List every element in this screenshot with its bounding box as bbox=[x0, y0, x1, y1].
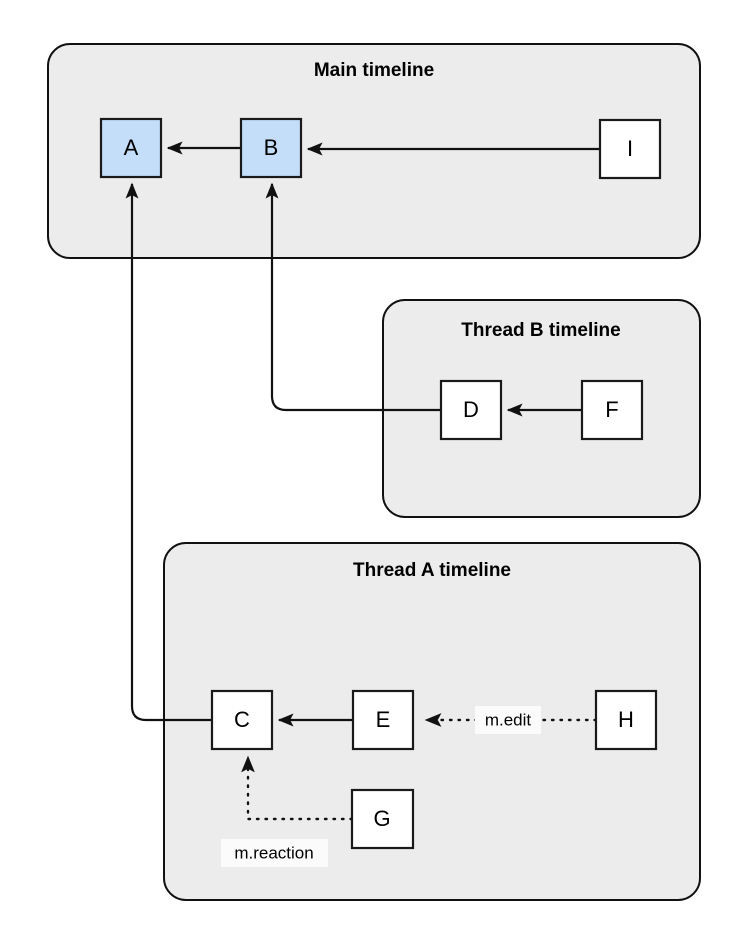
node-e[interactable]: E bbox=[351, 689, 415, 751]
node-i-rect[interactable] bbox=[598, 118, 662, 180]
panel-main-timeline-title: Main timeline bbox=[314, 60, 434, 81]
node-e-label: E bbox=[376, 707, 391, 732]
node-a[interactable]: A bbox=[99, 117, 163, 179]
edge-g-to-c-m-reaction bbox=[241, 755, 354, 821]
panel-thread-b-timeline-title: Thread B timeline bbox=[461, 320, 620, 341]
node-c-label: C bbox=[234, 707, 250, 732]
node-a-rect[interactable] bbox=[99, 117, 163, 179]
node-h[interactable]: H bbox=[594, 689, 658, 751]
edge-label-m-edit-text: m.edit bbox=[485, 710, 532, 729]
edge-label-m-reaction-text: m.reaction bbox=[234, 843, 313, 862]
node-h-label: H bbox=[618, 707, 634, 732]
node-i[interactable]: I bbox=[598, 118, 662, 180]
panel-thread-b-timeline: Thread B timeline bbox=[382, 299, 701, 518]
panel-thread-b-timeline-rect bbox=[382, 299, 701, 518]
node-g-rect[interactable] bbox=[350, 788, 415, 850]
node-d[interactable]: D bbox=[439, 379, 503, 441]
node-a-label: A bbox=[124, 135, 139, 160]
node-f-rect[interactable] bbox=[580, 379, 644, 441]
node-g[interactable]: G bbox=[350, 788, 415, 850]
node-f[interactable]: F bbox=[580, 379, 644, 441]
edge-label-m-edit: m.edit bbox=[475, 706, 541, 734]
panel-group: Main timeline Thread B timeline Thread A… bbox=[47, 43, 701, 901]
edge-d-to-b bbox=[265, 182, 441, 412]
panel-main-timeline-rect bbox=[47, 43, 701, 259]
edge-label-m-reaction-bg bbox=[221, 839, 328, 867]
edge-label-m-edit-bg bbox=[475, 706, 541, 734]
node-d-label: D bbox=[463, 397, 479, 422]
node-group: A B I D F C E bbox=[99, 117, 662, 850]
node-b-label: B bbox=[264, 135, 279, 160]
edge-label-group: m.edit m.reaction bbox=[221, 706, 541, 867]
node-b-rect[interactable] bbox=[239, 117, 303, 179]
node-c-rect[interactable] bbox=[210, 689, 274, 751]
node-g-label: G bbox=[373, 806, 390, 831]
node-i-label: I bbox=[627, 136, 633, 161]
node-f-label: F bbox=[605, 397, 618, 422]
panel-main-timeline: Main timeline bbox=[47, 43, 701, 259]
node-e-rect[interactable] bbox=[351, 689, 415, 751]
node-h-rect[interactable] bbox=[594, 689, 658, 751]
node-d-rect[interactable] bbox=[439, 379, 503, 441]
node-b[interactable]: B bbox=[239, 117, 303, 179]
edge-label-m-reaction: m.reaction bbox=[221, 839, 328, 867]
edge-c-to-a bbox=[125, 182, 212, 722]
panel-thread-a-timeline-title: Thread A timeline bbox=[353, 560, 511, 581]
node-c[interactable]: C bbox=[210, 689, 274, 751]
